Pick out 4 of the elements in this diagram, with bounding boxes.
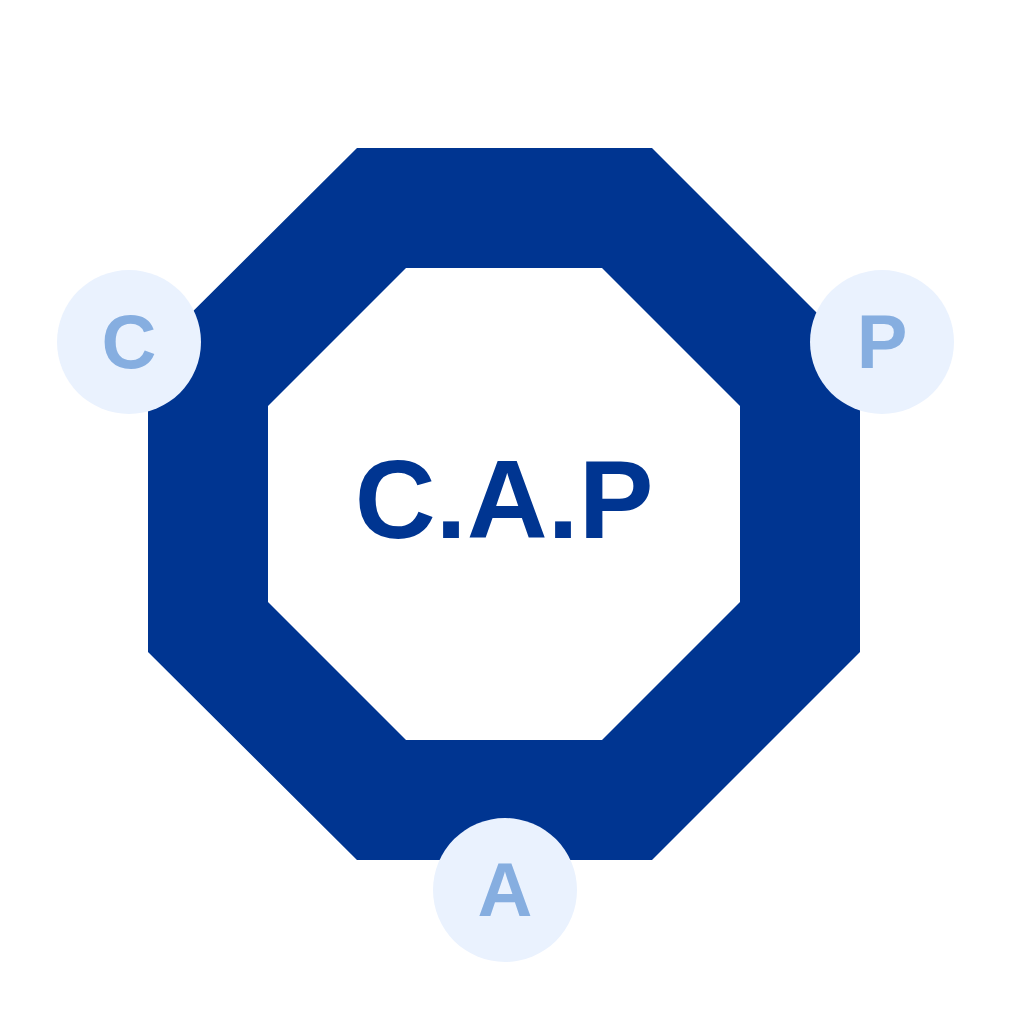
center-title: C.A.P xyxy=(354,444,654,556)
circle-letter: P xyxy=(856,304,908,380)
circle-letter: C xyxy=(101,304,157,380)
circle-letter: A xyxy=(477,852,533,928)
